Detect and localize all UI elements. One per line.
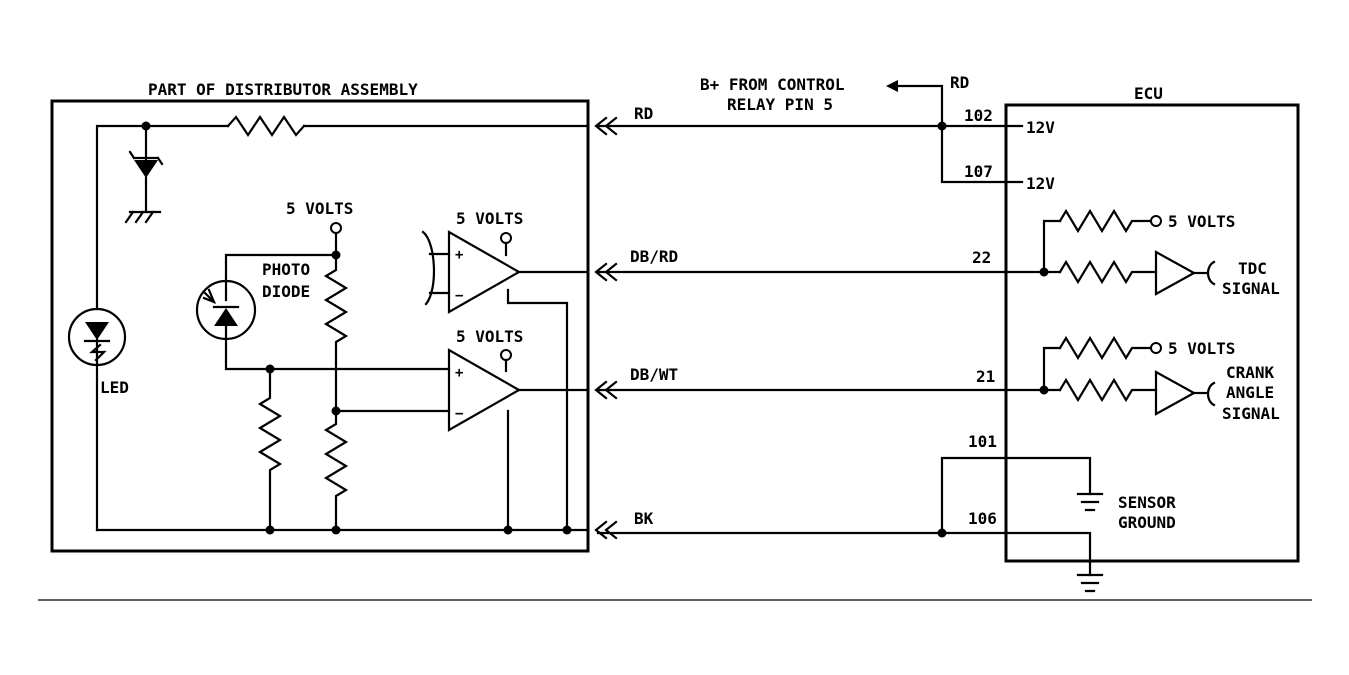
wire-dbrd-label: DB/RD (630, 247, 678, 266)
distributor-ground-bus (95, 525, 590, 535)
amp-top-5v-label: 5 VOLTS (456, 209, 523, 228)
svg-text:+: + (455, 365, 463, 381)
ecu-box (1004, 103, 1300, 563)
opamp-crank-icon (447, 348, 522, 432)
pin-101: 101 (968, 432, 997, 451)
supply-line1: B+ FROM CONTROL (700, 75, 845, 94)
harness-wires: RD DB/RD DB/WT BK (596, 104, 1008, 535)
chassis-ground-icon (124, 210, 162, 224)
pin-107: 107 (964, 162, 993, 181)
photo-label-line1: PHOTO (262, 260, 310, 279)
pin-22: 22 (972, 248, 991, 267)
ecu-12v-a: 12V (1026, 118, 1055, 137)
photodiode-circuit: 5 VOLTS PHOTO DIODE (195, 199, 451, 532)
wire-bk-label: BK (634, 509, 654, 528)
svg-text:−: − (455, 288, 463, 304)
wire-rd-label: RD (634, 104, 653, 123)
supply-rd-label: RD (950, 73, 969, 92)
supply-line2: RELAY PIN 5 (727, 95, 833, 114)
crank-label-line3: SIGNAL (1222, 404, 1280, 423)
photo-label-line2: DIODE (262, 282, 310, 301)
crank-label-line2: ANGLE (1226, 383, 1274, 402)
supply-arrow-icon (886, 80, 898, 92)
tdc-label-line1: TDC (1238, 259, 1267, 278)
photo-5v-label: 5 VOLTS (286, 199, 353, 218)
tdc-5v-label: 5 VOLTS (1168, 212, 1235, 231)
sensor-ground-icon (1076, 492, 1104, 512)
tdc-label-line2: SIGNAL (1222, 279, 1280, 298)
crank-buffer-icon (1154, 370, 1197, 416)
opamp-tdc: 5 VOLTS + − (421, 209, 590, 532)
pin-102: 102 (964, 106, 993, 125)
opamp-crank: 5 VOLTS + − (447, 327, 590, 532)
sensor-ground-line2: GROUND (1118, 513, 1176, 532)
tdc-buffer-icon (1154, 250, 1197, 296)
amp-bottom-5v-label: 5 VOLTS (456, 327, 523, 346)
pin-21: 21 (976, 367, 995, 386)
led-circuit: LED (67, 115, 590, 532)
opamp-tdc-icon (447, 230, 522, 314)
crank-5v-label: 5 VOLTS (1168, 339, 1235, 358)
chassis-ground-ecu-icon (1076, 573, 1104, 593)
sensor-ground-line1: SENSOR (1118, 493, 1176, 512)
bplus-supply: B+ FROM CONTROL RELAY PIN 5 RD 102 107 (700, 73, 1008, 184)
distributor-box (50, 99, 590, 553)
pin-106: 106 (968, 509, 997, 528)
svg-text:−: − (455, 406, 463, 422)
ecu-internals: 12V 12V 22 5 VOLTS TDC SIGNAL 21 5 VOLTS… (937, 118, 1280, 593)
crank-label-line1: CRANK (1226, 363, 1275, 382)
led-label: LED (100, 378, 129, 397)
wire-dbwt-label: DB/WT (630, 365, 678, 384)
svg-text:+: + (455, 247, 463, 263)
distributor-title: PART OF DISTRIBUTOR ASSEMBLY (148, 80, 418, 99)
zener-diode-icon (134, 160, 158, 178)
connector-chevrons (594, 116, 618, 540)
ecu-title: ECU (1134, 84, 1163, 103)
ecu-12v-b: 12V (1026, 174, 1055, 193)
